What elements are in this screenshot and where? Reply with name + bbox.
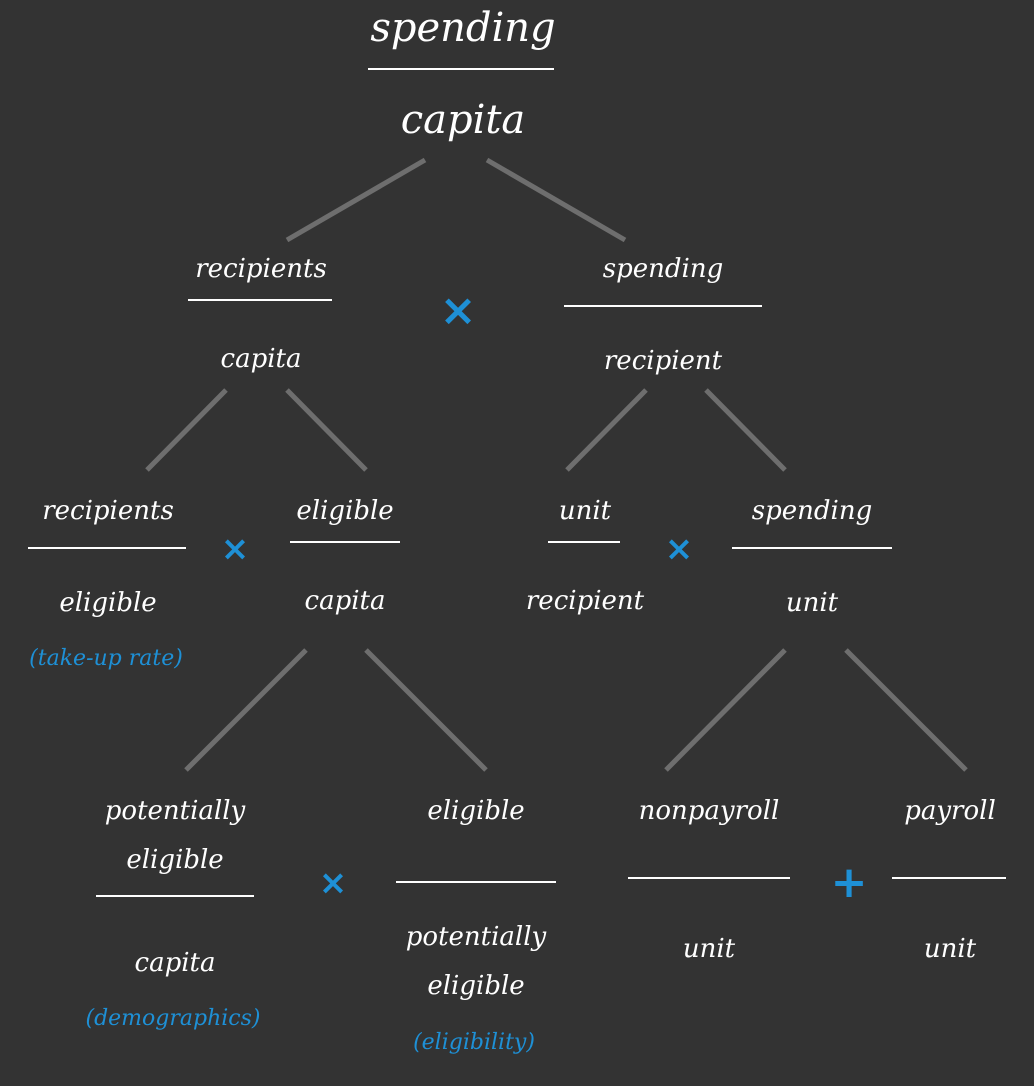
demographics-bar [96, 895, 254, 897]
edge-spending-per-recipient-to-units [565, 388, 648, 472]
recipients-per-capita-numerator: recipients [195, 254, 327, 284]
nonpayroll-numerator: nonpayroll [638, 796, 780, 826]
take-up-rate-note: (take-up rate) [29, 646, 183, 671]
root-fraction-bar [368, 68, 554, 70]
recipients-per-capita-bar [188, 299, 332, 301]
spending-per-recipient-numerator: spending [602, 254, 724, 284]
root-numerator: spending [370, 5, 556, 51]
spending-per-unit-numerator: spending [751, 496, 873, 526]
eligible-per-capita-bar [290, 541, 400, 543]
edge-root-to-recipients-per-capita [285, 157, 427, 243]
edge-recipients-per-capita-to-eligible-per-capita [285, 388, 368, 472]
root-denominator: capita [400, 97, 526, 143]
eligibility-denominator-line1: potentially [405, 922, 547, 952]
spending-per-recipient-bar [564, 305, 762, 307]
payroll-numerator: payroll [904, 796, 996, 826]
level2-left-multiply-operator: × [220, 529, 250, 569]
level2-right-multiply-operator: × [664, 529, 694, 569]
spending-per-recipient-denominator: recipient [603, 346, 723, 376]
units-per-recipient-bar [548, 541, 620, 543]
eligible-per-capita-numerator: eligible [296, 496, 394, 526]
units-per-recipient-denominator: recipient [525, 586, 645, 616]
take-up-numerator: recipients [42, 496, 174, 526]
spending-per-unit-bar [732, 547, 892, 549]
units-per-recipient-numerator: unit [558, 496, 612, 526]
take-up-bar [28, 547, 186, 549]
edge-eligible-per-capita-to-eligibility [364, 648, 488, 772]
level1-multiply-operator: × [439, 285, 477, 336]
level3-plus-operator: + [830, 857, 868, 908]
demographics-numerator-line1: potentially [104, 796, 246, 826]
level3-left-multiply-operator: × [318, 863, 348, 903]
edge-recipients-per-capita-to-take-up [145, 388, 228, 472]
recipients-per-capita-denominator: capita [220, 344, 302, 374]
eligible-per-capita-denominator: capita [304, 586, 386, 616]
demographics-note: (demographics) [85, 1006, 261, 1031]
edge-root-to-spending-per-recipient [485, 157, 627, 243]
eligibility-bar [396, 881, 556, 883]
payroll-bar [892, 877, 1006, 879]
edge-spending-per-recipient-to-spending-per-unit [704, 388, 787, 472]
edge-spending-per-unit-to-nonpayroll [664, 648, 787, 772]
eligibility-numerator: eligible [427, 796, 525, 826]
payroll-denominator: unit [923, 934, 977, 964]
nonpayroll-denominator: unit [682, 934, 736, 964]
take-up-denominator: eligible [59, 588, 157, 618]
demographics-numerator-line2: eligible [126, 845, 224, 875]
demographics-denominator: capita [134, 948, 216, 978]
eligibility-denominator-line2: eligible [427, 971, 525, 1001]
nonpayroll-bar [628, 877, 790, 879]
edge-eligible-per-capita-to-demographics [184, 648, 308, 772]
spending-per-unit-denominator: unit [785, 588, 839, 618]
eligibility-note: (eligibility) [413, 1030, 535, 1055]
edge-spending-per-unit-to-payroll [844, 648, 968, 772]
